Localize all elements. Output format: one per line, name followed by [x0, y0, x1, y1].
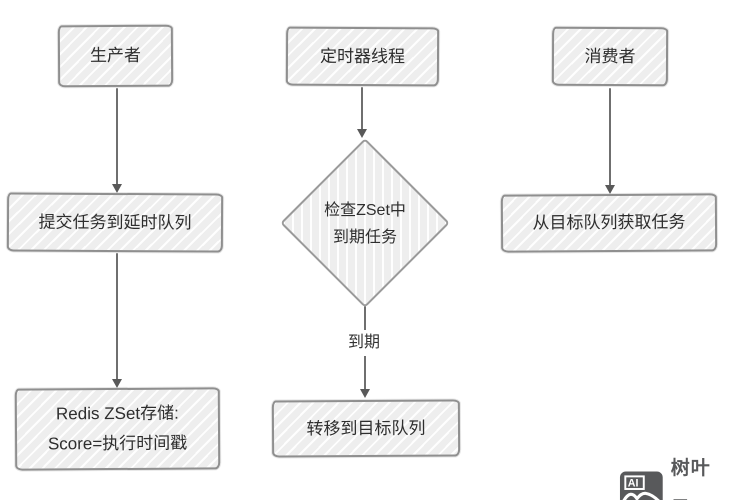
- node-submit-task: 提交任务到延时队列: [6, 192, 224, 253]
- node-consumer: 消费者: [551, 26, 669, 87]
- node-redis-zset-line1: Redis ZSet存储:: [55, 403, 179, 424]
- node-redis-zset: Redis ZSet存储: Score=执行时间戳: [14, 387, 221, 471]
- edge-label-due: 到期: [336, 330, 392, 356]
- node-submit-task-label: 提交任务到延时队列: [38, 212, 192, 232]
- arrow-submit-to-redis-head: [112, 379, 122, 388]
- node-fetch-task-label: 从目标队列获取任务: [532, 212, 686, 233]
- node-fetch-task: 从目标队列获取任务: [500, 193, 718, 253]
- brand-name: 树叶云: [670, 458, 711, 500]
- brand-watermark: AI 树叶云: [619, 449, 729, 500]
- decision-check-line2: 到期任务: [332, 229, 397, 246]
- ai-picture-icon: AI: [619, 471, 663, 500]
- node-transfer-queue: 转移到目标队列: [271, 399, 461, 458]
- node-timer-thread-label: 定时器线程: [319, 46, 406, 66]
- node-producer-label: 生产者: [89, 45, 142, 66]
- node-producer: 生产者: [57, 24, 174, 88]
- node-consumer-label: 消费者: [584, 46, 636, 66]
- node-timer-thread: 定时器线程: [285, 26, 440, 87]
- decision-check-line1: 检查ZSet中: [324, 202, 406, 219]
- arrow-consumer-to-fetch-head: [605, 185, 615, 194]
- arrow-producer-to-submit-line: [116, 88, 118, 185]
- arrow-timer-to-check-head: [357, 129, 367, 138]
- arrow-check-to-transfer-head: [360, 389, 370, 398]
- node-redis-zset-line2: Score=执行时间戳: [47, 433, 188, 454]
- node-transfer-queue-label: 转移到目标队列: [306, 418, 426, 438]
- arrow-consumer-to-fetch-line: [609, 88, 611, 186]
- arrow-timer-to-check-line: [361, 87, 363, 130]
- ai-icon-text: AI: [628, 478, 639, 490]
- arrow-producer-to-submit-head: [112, 184, 122, 193]
- decision-check-zset-label: 检查ZSet中 到期任务: [290, 197, 440, 251]
- arrow-submit-to-redis-line: [116, 253, 118, 380]
